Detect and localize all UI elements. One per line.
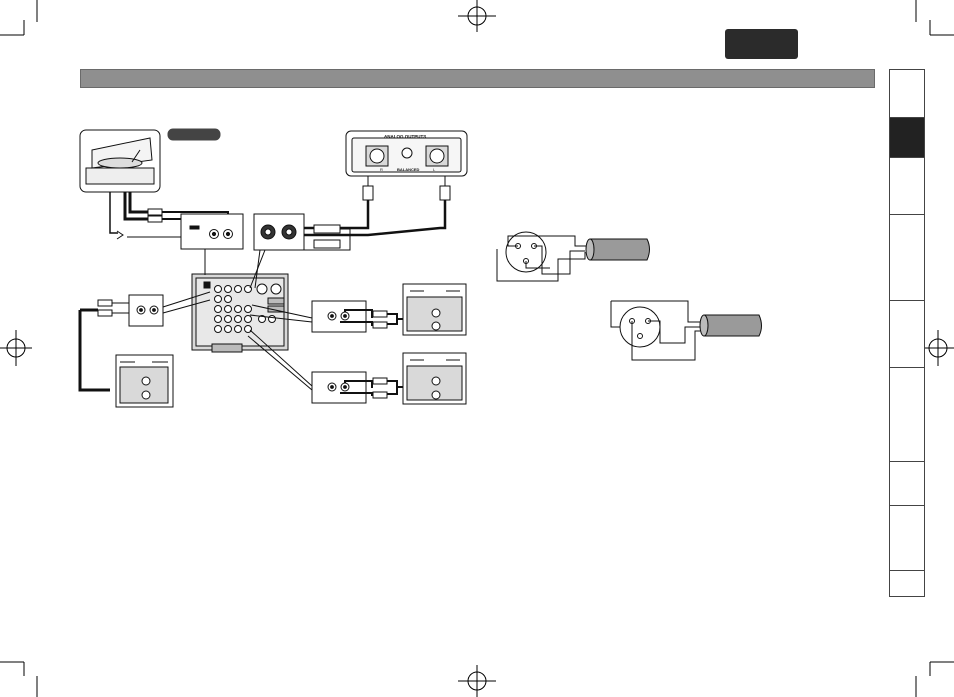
section-title-bar [80, 69, 875, 88]
model-label-pill [167, 128, 221, 141]
side-tab-1[interactable] [890, 70, 924, 118]
recorder-device [115, 354, 174, 408]
turntable-device [79, 129, 161, 193]
side-tab-8[interactable] [890, 506, 924, 571]
side-tab-3[interactable] [890, 158, 924, 215]
analog-outputs-label: ANALOG OUTPUTS [384, 134, 426, 139]
xlr-pin-diagram-male [496, 231, 650, 282]
side-tab-7[interactable] [890, 462, 924, 506]
output-panel-lower [311, 371, 367, 404]
side-tab-strip [889, 69, 925, 597]
side-tab-6[interactable] [890, 368, 924, 462]
output-panel-upper [311, 300, 367, 333]
side-tab-9[interactable] [890, 571, 924, 596]
playback-device-lower [402, 352, 467, 405]
side-tab-4[interactable] [890, 215, 924, 301]
language-badge [725, 29, 798, 59]
playback-device-upper [402, 283, 467, 336]
balanced-source-device [345, 130, 468, 177]
channel-r-label: R [380, 167, 383, 172]
side-tab-5[interactable] [890, 301, 924, 368]
connection-diagram: ANALOG OUTPUTS BALANCED R L [78, 128, 762, 408]
amplifier-rear-panel [191, 273, 289, 353]
side-tab-2[interactable] [890, 118, 924, 158]
balanced-label: BALANCED [397, 167, 420, 172]
xlr-pin-diagram-female [610, 300, 762, 361]
channel-l-label: L [433, 167, 436, 172]
